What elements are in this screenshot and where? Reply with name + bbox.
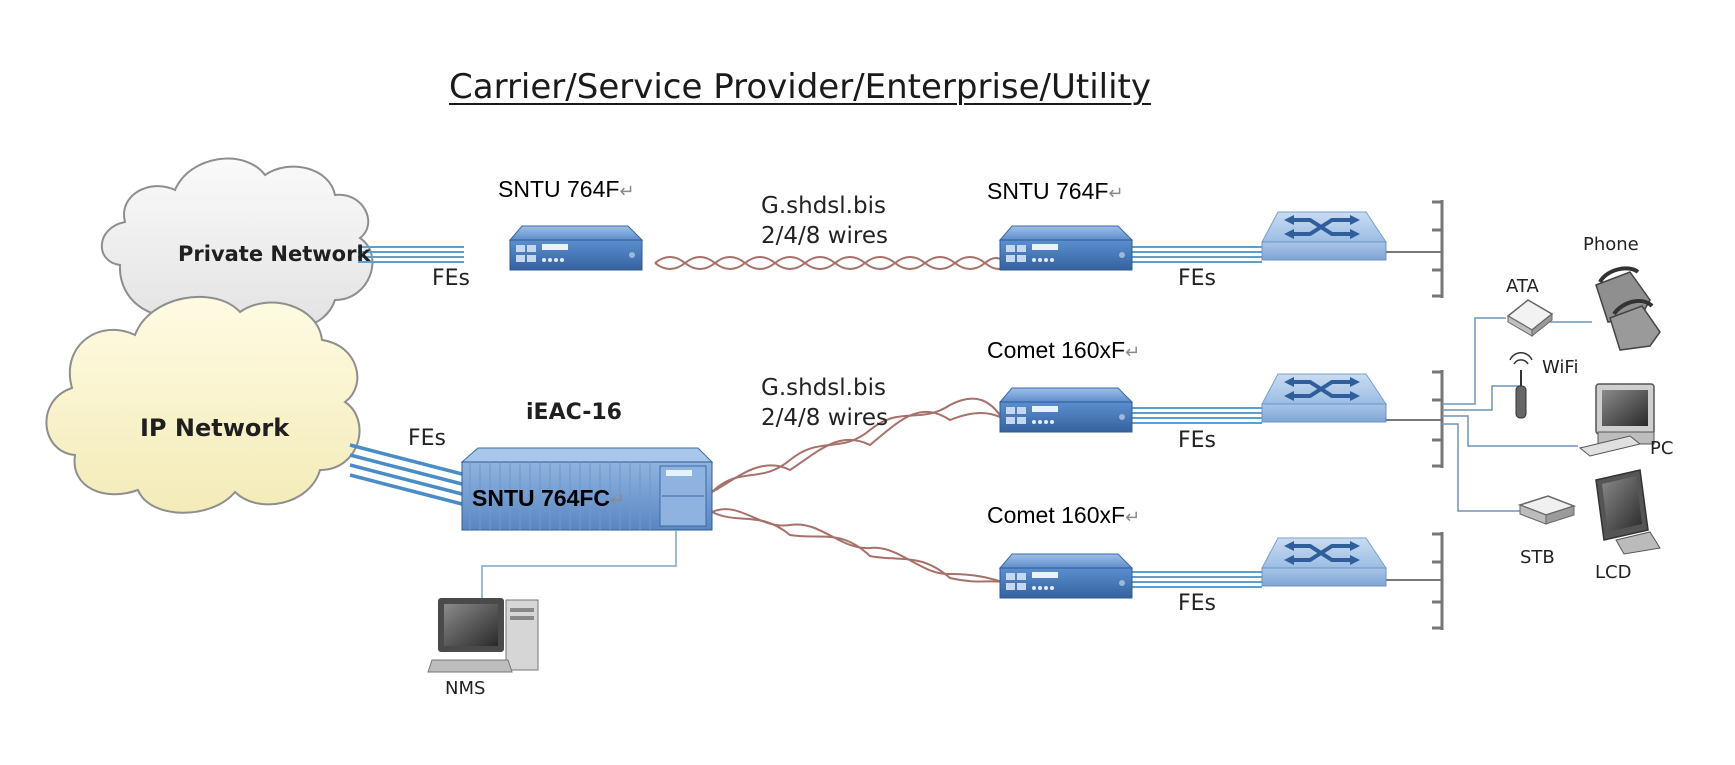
lcd-device — [1595, 469, 1661, 555]
fes-label-sntu-right: FEs — [1178, 266, 1217, 291]
sntu-764fc-label: SNTU 764FC↵ — [472, 485, 626, 511]
wifi-access-point — [1509, 352, 1533, 419]
bus-middle — [1386, 370, 1444, 468]
link-label-middle-line1: G.shdsl.bis — [761, 375, 886, 401]
switch-middle — [1260, 372, 1388, 424]
fe-link-sntu-right-to-switch — [1132, 246, 1262, 263]
link-label-middle-line2: 2/4/8 wires — [761, 404, 888, 431]
comet-160xf-top-label: Comet 160xF↵ — [987, 337, 1141, 363]
switch-top — [1260, 210, 1388, 262]
stb-label: STB — [1520, 547, 1555, 568]
phone-device — [1595, 266, 1661, 351]
ip-network-cloud — [45, 295, 361, 514]
link-label-top-line2: 2/4/8 wires — [761, 222, 888, 249]
wifi-label: WiFi — [1542, 357, 1579, 378]
nms-computer — [427, 598, 539, 673]
ip-network-label: IP Network — [140, 414, 290, 442]
fe-link-comet-top-to-switch — [1132, 407, 1262, 424]
sntu-764f-right-device — [999, 225, 1133, 271]
comet-160xf-bottom-label: Comet 160xF↵ — [987, 502, 1141, 528]
ieac-16-label: iEAC-16 — [526, 400, 622, 425]
comet-160xf-bottom-device — [999, 553, 1133, 599]
twisted-pair-top — [654, 256, 1004, 270]
fes-label-private: FEs — [432, 266, 471, 291]
link-label-middle: G.shdsl.bis 2/4/8 wires — [761, 374, 888, 434]
nms-label: NMS — [445, 678, 486, 699]
fe-link-comet-bottom-to-switch — [1132, 571, 1262, 588]
phone-label: Phone — [1583, 234, 1639, 255]
fes-label-ip: FEs — [408, 426, 447, 451]
switch-bottom — [1260, 536, 1388, 588]
comet-160xf-top-device — [999, 387, 1133, 433]
nms-cable — [481, 530, 677, 605]
page-title: Carrier/Service Provider/Enterprise/Util… — [449, 67, 1151, 107]
link-label-top: G.shdsl.bis 2/4/8 wires — [761, 192, 888, 252]
lcd-label: LCD — [1595, 562, 1632, 583]
stb-device — [1517, 495, 1577, 525]
link-label-top-line1: G.shdsl.bis — [761, 193, 886, 219]
ata-label: ATA — [1506, 276, 1539, 297]
fe-link-private-to-sntu — [358, 246, 464, 263]
pc-device — [1578, 383, 1655, 457]
bus-bottom — [1386, 532, 1444, 630]
fes-label-comet-bottom: FEs — [1178, 591, 1217, 616]
bus-top — [1386, 200, 1444, 298]
sntu-764f-left-label: SNTU 764F↵ — [498, 176, 635, 202]
ieac-16-device — [460, 447, 714, 531]
twisted-pair-to-comet-top — [711, 397, 1003, 493]
endpoint-wiring — [1442, 317, 1592, 512]
sntu-764f-left-device — [509, 225, 643, 271]
private-network-label: Private Network — [178, 242, 371, 266]
fes-label-comet-top: FEs — [1178, 428, 1217, 453]
ata-device — [1506, 299, 1554, 338]
twisted-pair-to-comet-bottom — [711, 508, 1003, 583]
sntu-764f-right-label: SNTU 764F↵ — [987, 178, 1124, 204]
pc-label: PC — [1650, 438, 1674, 459]
fe-link-ip-to-ieac — [349, 443, 463, 506]
